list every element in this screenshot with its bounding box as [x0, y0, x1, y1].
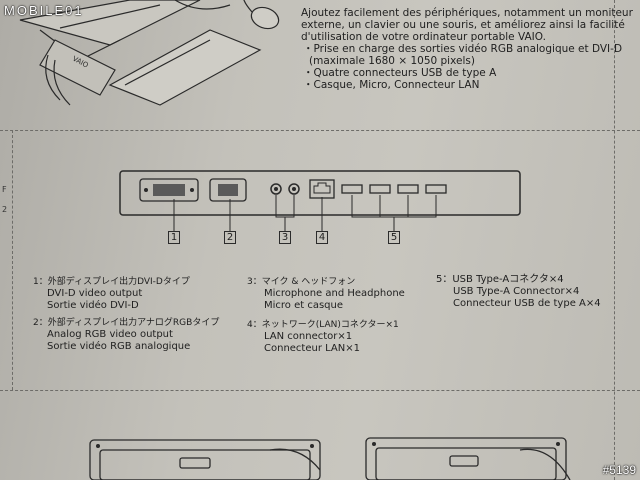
lan-port-icon — [309, 179, 335, 199]
legend-en: USB Type-A Connector×4 — [453, 286, 580, 297]
legend-item-3: 3：マイク & ヘッドフォン Microphone and Headphone … — [247, 276, 405, 312]
legend-fr: Micro et casque — [264, 300, 344, 311]
legend-en: Analog RGB video output — [47, 329, 173, 340]
description-bullet: ・Quatre connecteurs USB de type A — [303, 67, 497, 79]
legend-fr: Connecteur USB de type A×4 — [453, 298, 601, 309]
description-bullet: ・Prise en charge des sorties vidéo RGB a… — [303, 43, 623, 55]
usb-port-icon — [341, 184, 363, 194]
legend-jp: 1：外部ディスプレイ出力DVI-Dタイプ — [33, 277, 190, 287]
legend-jp: 4：ネットワーク(LAN)コネクター×1 — [247, 320, 399, 330]
legend-item-2: 2：外部ディスプレイ出力アナログRGBタイプ Analog RGB video … — [33, 317, 219, 353]
microphone-jack-icon — [270, 183, 282, 195]
photo-code: #5139 — [602, 463, 636, 477]
margin-line-left — [12, 130, 13, 390]
french-description: Ajoutez facilement des périphériques, no… — [301, 7, 633, 91]
headphone-jack-icon — [288, 183, 300, 195]
legend-item-4: 4：ネットワーク(LAN)コネクター×1 LAN connector×1 Con… — [247, 319, 399, 355]
legend-jp: 3：マイク & ヘッドフォン — [247, 277, 356, 287]
laptop-illustration: VAIO — [19, 0, 280, 106]
watermark: MOBILE01 — [4, 3, 84, 18]
margin-line-right — [614, 0, 615, 480]
legend-fr: Connecteur LAN×1 — [264, 343, 360, 354]
legend-en: DVI-D video output — [47, 288, 143, 299]
description-line: Ajoutez facilement des périphériques, no… — [301, 7, 633, 19]
description-line: d'utilisation de votre ordinateur portab… — [301, 31, 546, 43]
legend-jp: 5：USB Type-Aコネクタ×4 — [436, 274, 564, 285]
legend-fr: Sortie vidéo DVI-D — [47, 300, 139, 311]
usb-port-icon — [369, 184, 391, 194]
usb-port-icon — [425, 184, 447, 194]
margin-mark-2: 2 — [2, 205, 8, 214]
callout-1: 1 — [168, 231, 180, 244]
callout-2: 2 — [224, 231, 236, 244]
callout-4: 4 — [316, 231, 328, 244]
separator-top — [0, 130, 640, 131]
usb-port-icon — [397, 184, 419, 194]
panel-outline — [119, 170, 521, 216]
margin-mark-f: F — [2, 185, 7, 194]
dock-bottom-illustration — [89, 437, 571, 480]
legend-item-5: 5：USB Type-Aコネクタ×4 USB Type-A Connector×… — [436, 274, 601, 310]
description-bullet: ・Casque, Micro, Connecteur LAN — [303, 79, 480, 91]
vga-port-icon — [209, 178, 247, 202]
callout-3: 3 — [279, 231, 291, 244]
separator-bottom — [0, 390, 640, 391]
legend-item-1: 1：外部ディスプレイ出力DVI-Dタイプ DVI-D video output … — [33, 276, 190, 312]
legend-en: Microphone and Headphone — [264, 288, 405, 299]
dvi-port-icon — [139, 178, 199, 202]
callout-5: 5 — [388, 231, 400, 244]
legend-jp: 2：外部ディスプレイ出力アナログRGBタイプ — [33, 318, 220, 328]
description-bullet: (maximale 1680 × 1050 pixels) — [309, 55, 475, 67]
legend-fr: Sortie vidéo RGB analogique — [47, 341, 191, 352]
description-line: externe, un clavier ou une souris, et am… — [301, 19, 625, 31]
rear-panel-diagram — [119, 170, 521, 231]
legend-en: LAN connector×1 — [264, 331, 353, 342]
